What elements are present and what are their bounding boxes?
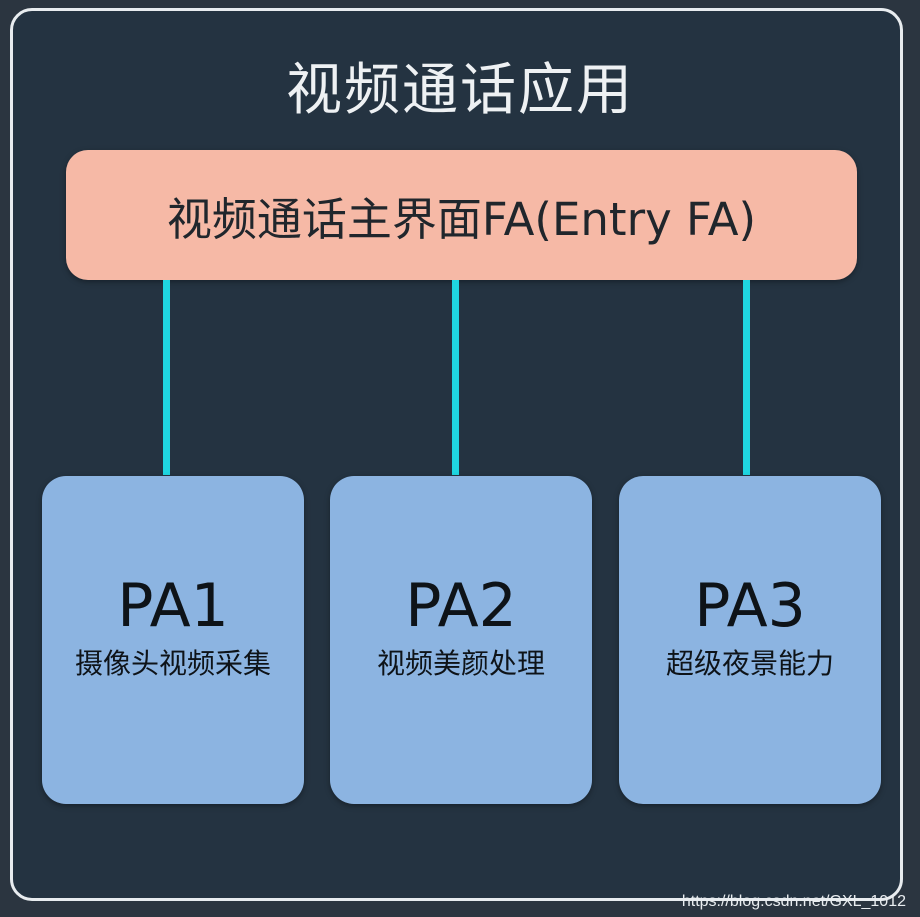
main-fa-label: 视频通话主界面FA(Entry FA): [166, 192, 757, 246]
connector-pa2: [452, 280, 459, 475]
app-title: 视频通话应用: [286, 58, 634, 123]
main-fa-box: 视频通话主界面FA(Entry FA): [66, 150, 857, 280]
pa-description: 摄像头视频采集: [74, 647, 271, 680]
pa-box-2: PA2 视频美颜处理: [330, 476, 592, 804]
pa-name: PA1: [117, 571, 229, 641]
pa-box-3: PA3 超级夜景能力: [619, 476, 881, 804]
watermark: https://blog.csdn.net/GXL_1012: [681, 893, 906, 910]
pa-description: 超级夜景能力: [665, 647, 834, 680]
pa-name: PA2: [405, 571, 517, 641]
connector-pa1: [163, 280, 170, 475]
pa-box-1: PA1 摄像头视频采集: [42, 476, 304, 804]
connector-pa3: [743, 280, 750, 475]
pa-description: 视频美颜处理: [376, 647, 545, 680]
pa-name: PA3: [694, 571, 806, 641]
